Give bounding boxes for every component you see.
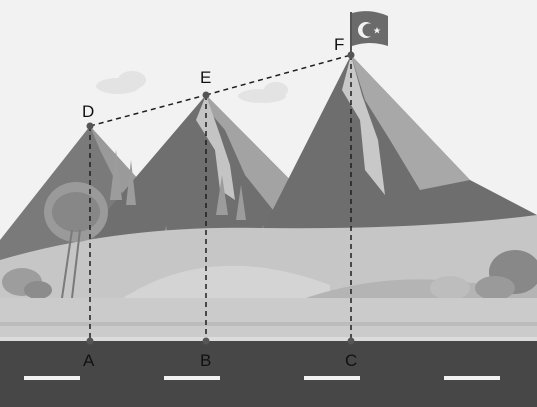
cloud [238, 82, 288, 103]
road [0, 337, 537, 407]
point-B [202, 337, 210, 345]
points [86, 51, 355, 345]
bush [2, 268, 52, 299]
point-D [86, 122, 94, 130]
label-C: C [345, 351, 357, 370]
label-F: F [334, 35, 344, 54]
road-marking [24, 376, 80, 380]
grass-line [0, 322, 537, 326]
grass-strip [0, 298, 537, 338]
height-lines [89, 55, 352, 341]
point-A [86, 337, 94, 345]
point-E [202, 91, 210, 99]
cloud [96, 71, 146, 94]
mountain-right [260, 55, 537, 265]
point-F [347, 51, 355, 59]
road-marking [444, 376, 500, 380]
label-A: A [83, 351, 95, 370]
label-D: D [82, 102, 94, 121]
road-marking [304, 376, 360, 380]
point-C [347, 337, 355, 345]
crescent-star-icon [350, 11, 388, 55]
bush [430, 276, 470, 300]
label-E: E [200, 68, 211, 87]
label-B: B [200, 351, 211, 370]
tree [44, 182, 108, 299]
bush [475, 250, 537, 300]
road-marking [164, 376, 220, 380]
peak-connection-lines [89, 54, 352, 127]
